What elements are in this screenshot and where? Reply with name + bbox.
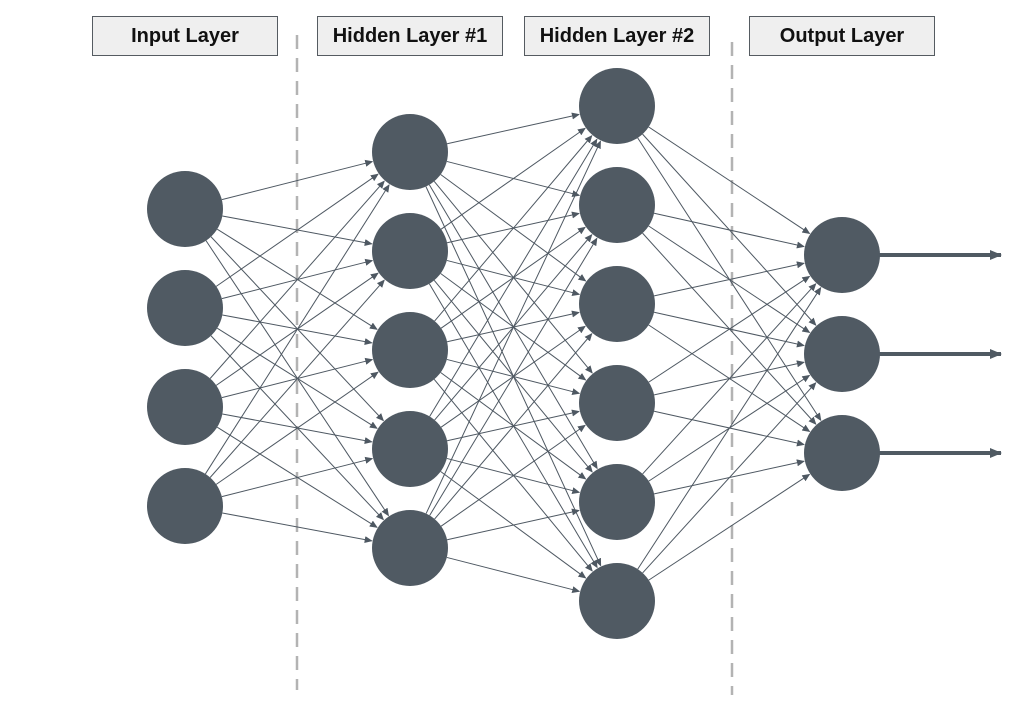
hidden2-node bbox=[579, 563, 655, 639]
connection-arrow bbox=[429, 138, 598, 417]
connection-arrow bbox=[642, 382, 817, 574]
hidden2-node bbox=[579, 167, 655, 243]
connection-arrow bbox=[429, 237, 598, 516]
input-node bbox=[147, 468, 223, 544]
connection-arrow bbox=[653, 212, 805, 249]
connection-arrow bbox=[648, 126, 811, 235]
hidden1-node bbox=[372, 213, 448, 289]
hidden-layer-2-label: Hidden Layer #2 bbox=[524, 16, 710, 56]
connection-arrow bbox=[446, 112, 580, 145]
output-node bbox=[804, 415, 880, 491]
connection-arrow bbox=[204, 184, 390, 475]
input-node bbox=[147, 171, 223, 247]
output-node bbox=[804, 217, 880, 293]
connection-arrow bbox=[642, 283, 817, 475]
hidden2-node bbox=[579, 365, 655, 441]
connection-arrow bbox=[221, 159, 374, 201]
hidden1-node bbox=[372, 312, 448, 388]
hidden2-node bbox=[579, 464, 655, 540]
connection-arrow bbox=[637, 286, 822, 570]
output-node bbox=[804, 316, 880, 392]
connection-arrow bbox=[425, 140, 601, 514]
hidden-layer-1-label: Hidden Layer #1 bbox=[317, 16, 503, 56]
connection-arrow bbox=[654, 261, 805, 297]
output-layer-label: Output Layer bbox=[749, 16, 935, 56]
input-layer-label: Input Layer bbox=[92, 16, 278, 56]
input-node bbox=[147, 270, 223, 346]
hidden2-node bbox=[579, 266, 655, 342]
connection-arrow bbox=[648, 473, 811, 581]
connection-arrow bbox=[209, 279, 385, 478]
connection-arrow bbox=[440, 127, 586, 230]
hidden2-node bbox=[579, 68, 655, 144]
connection-arrow bbox=[434, 134, 593, 322]
connection-arrow bbox=[446, 556, 581, 593]
hidden1-node bbox=[372, 510, 448, 586]
connection-arrow bbox=[215, 173, 379, 287]
hidden1-node bbox=[372, 114, 448, 190]
connection-arrow bbox=[222, 512, 373, 543]
connection-arrow bbox=[215, 371, 379, 485]
connection-arrow bbox=[440, 424, 586, 527]
connection-arrow bbox=[648, 275, 811, 383]
hidden1-node bbox=[372, 411, 448, 487]
connection-arrow bbox=[221, 456, 374, 498]
connection-arrow bbox=[434, 332, 593, 520]
connection-arrow bbox=[446, 508, 580, 541]
connection-arrow bbox=[209, 180, 385, 379]
input-node bbox=[147, 369, 223, 445]
